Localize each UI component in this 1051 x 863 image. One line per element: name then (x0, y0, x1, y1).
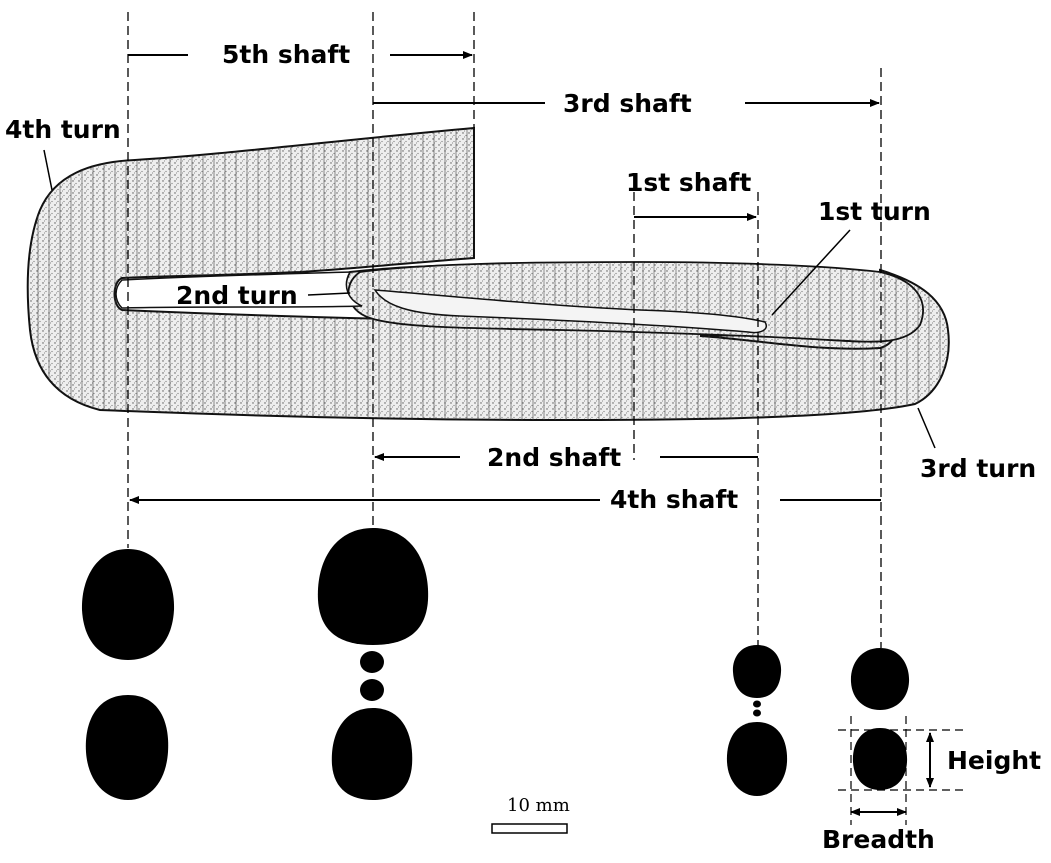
section-2-lower (332, 708, 412, 800)
section-3-lower (727, 722, 787, 796)
turn4-leader (44, 150, 52, 190)
section-1-lower (86, 695, 168, 800)
label-shaft1: 1st shaft (626, 170, 751, 195)
section-1-upper (82, 549, 174, 660)
section-3-upper (733, 645, 781, 698)
label-turn3: 3rd turn (920, 456, 1036, 481)
label-turn1: 1st turn (818, 199, 931, 224)
label-breadth: Breadth (822, 827, 935, 852)
label-turn4: 4th turn (5, 117, 121, 142)
label-scale: 10 mm (507, 797, 570, 815)
cross-sections (82, 528, 909, 800)
label-height: Height (947, 748, 1041, 773)
label-turn2: 2nd turn (176, 283, 298, 308)
section-2-dot-1 (360, 651, 384, 673)
section-2-upper (318, 528, 428, 645)
turn3-leader (918, 408, 935, 448)
section-3-dot-2 (753, 710, 761, 717)
label-shaft2: 2nd shaft (487, 445, 621, 470)
label-shaft5: 5th shaft (222, 42, 350, 67)
section-4-lower (853, 728, 907, 790)
section-2-dot-2 (360, 679, 384, 701)
scale-bar (492, 824, 567, 833)
section-4-upper (851, 648, 909, 710)
label-shaft3: 3rd shaft (563, 91, 692, 116)
label-shaft4: 4th shaft (610, 487, 738, 512)
section-3-dot-1 (753, 701, 761, 708)
